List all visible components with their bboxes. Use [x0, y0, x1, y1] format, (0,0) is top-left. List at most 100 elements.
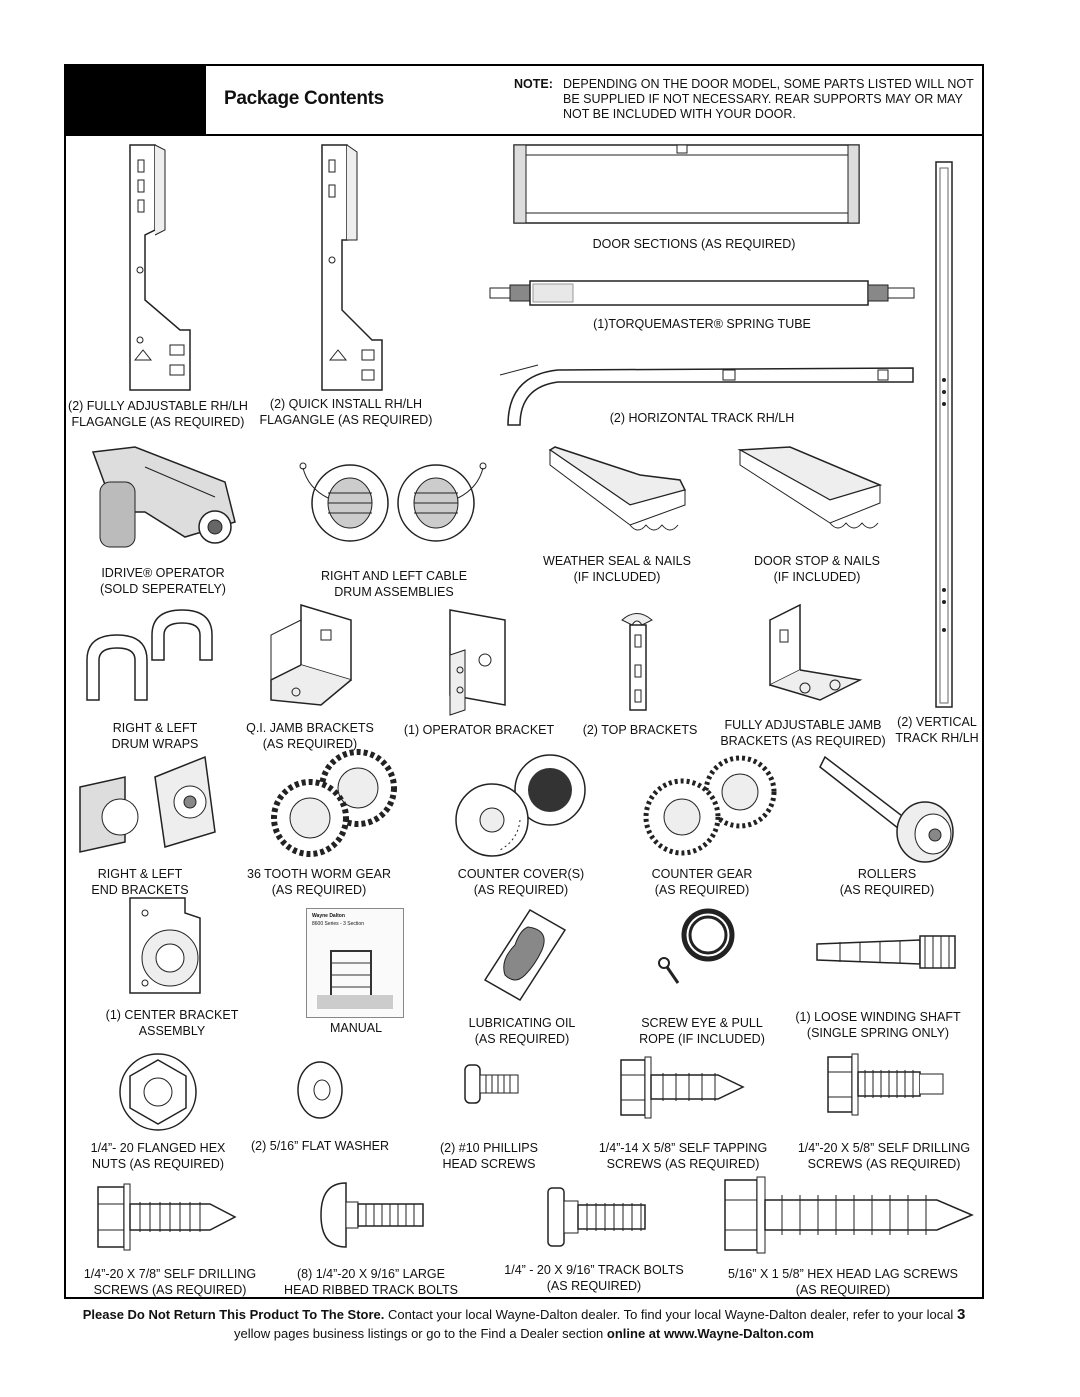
caption-line: 1/4”-14 X 5/8” SELF TAPPING: [598, 1141, 768, 1155]
jamb-brackets-illustration: [270, 603, 352, 706]
caption-line: RIGHT & LEFT: [97, 867, 183, 881]
caption-line: (AS REQUIRED): [473, 883, 569, 897]
fully-adjustable-flagangle-illustration: [129, 144, 191, 391]
caption-line: NUTS (AS REQUIRED): [92, 1157, 224, 1171]
self-drilling-screw-78-illustration: [97, 1183, 237, 1251]
caption-line: (2) #10 PHILLIPS: [440, 1141, 538, 1155]
caption-line: DOOR SECTIONS (AS REQUIRED): [592, 237, 796, 251]
note-label: NOTE:: [514, 77, 553, 91]
worm-gear-illustration: [271, 749, 397, 857]
caption-end-brackets: RIGHT & LEFT END BRACKETS: [91, 866, 188, 898]
caption-flat-washer: (2) 5/16” FLAT WASHER: [251, 1138, 389, 1154]
caption-line: SCREWS (AS REQUIRED): [606, 1157, 760, 1171]
caption-line: RIGHT AND LEFT CABLE: [320, 569, 468, 583]
caption-line: (2) TOP BRACKETS: [582, 723, 698, 737]
caption-line: SCREWS (AS REQUIRED): [93, 1283, 247, 1297]
door-stop-illustration: [737, 446, 883, 529]
roller-illustration: [819, 755, 954, 863]
caption-line: (AS REQUIRED): [839, 883, 935, 897]
header-note: NOTE: DEPENDING ON THE DOOR MODEL, SOME …: [514, 77, 980, 122]
caption-line: 1/4”-20 X 7/8” SELF DRILLING: [83, 1267, 257, 1281]
drum-wraps-illustration: [86, 609, 213, 701]
caption-line: (AS REQUIRED): [654, 883, 750, 897]
caption-line: Q.I. JAMB BRACKETS: [246, 721, 374, 735]
caption-line: SCREWS (AS REQUIRED): [807, 1157, 961, 1171]
caption-manual: MANUAL: [330, 1020, 382, 1036]
door-section-illustration: [513, 144, 860, 224]
winding-shaft-illustration: [816, 935, 956, 969]
caption-screw-eye: SCREW EYE & PULL ROPE (IF INCLUDED): [639, 1015, 765, 1047]
caption-line: HEAD SCREWS: [442, 1157, 536, 1171]
caption-line: 36 TOOTH WORM GEAR: [246, 867, 392, 881]
caption-large-track-bolts: (8) 1/4”-20 X 9/16” LARGE HEAD RIBBED TRA…: [284, 1266, 458, 1298]
caption-line: MANUAL: [329, 1021, 383, 1035]
end-brackets-illustration: [79, 755, 216, 853]
footer: Please Do Not Return This Product To The…: [64, 1305, 984, 1343]
caption-door-sections: DOOR SECTIONS (AS REQUIRED): [593, 236, 796, 252]
manual-series: 8600 Series - 3 Section: [312, 921, 364, 927]
caption-top-brackets: (2) TOP BRACKETS: [583, 722, 698, 738]
caption-line: ROLLERS: [857, 867, 917, 881]
header-black-tab: [64, 64, 206, 134]
caption-self-drilling-78: 1/4”-20 X 7/8” SELF DRILLING SCREWS (AS R…: [84, 1266, 256, 1298]
weather-seal-illustration: [548, 446, 687, 531]
top-brackets-illustration: [621, 613, 653, 711]
caption-idrive-operator: IDRIVE® OPERATOR(SOLD SEPERATELY): [100, 565, 226, 597]
caption-line: FLAGANGLE (AS REQUIRED): [71, 415, 245, 429]
header-divider: [64, 134, 984, 136]
caption-lubricating-oil: LUBRICATING OIL(AS REQUIRED): [469, 1015, 576, 1047]
caption-spring-tube: (1)TORQUEMASTER® SPRING TUBE: [593, 316, 811, 332]
caption-line: (AS REQUIRED): [271, 883, 367, 897]
caption-track-bolts: 1/4” - 20 X 9/16” TRACK BOLTS(AS REQUIRE…: [504, 1262, 683, 1294]
caption-line: (8) 1/4”-20 X 9/16” LARGE: [297, 1267, 445, 1281]
fully-adjustable-jamb-brackets-illustration: [769, 603, 863, 701]
cable-drum-assemblies-illustration: [299, 462, 487, 542]
large-head-track-bolt-illustration: [320, 1182, 424, 1248]
caption-line: 5/16” X 1 5/8” HEX HEAD LAG SCREWS: [728, 1267, 958, 1281]
caption-door-stop: DOOR STOP & NAILS(IF INCLUDED): [754, 553, 880, 585]
page-number: 3: [956, 1306, 966, 1323]
caption-line: SCREW EYE & PULL: [641, 1016, 763, 1030]
caption-line: END BRACKETS: [91, 883, 189, 897]
self-drilling-screw-58-illustration: [827, 1053, 944, 1116]
caption-self-tapping: 1/4”-14 X 5/8” SELF TAPPING SCREWS (AS RE…: [599, 1140, 767, 1172]
caption-rollers: ROLLERS (AS REQUIRED): [840, 866, 934, 898]
caption-line: (2) 5/16” FLAT WASHER: [251, 1139, 389, 1153]
quick-install-flagangle-illustration: [321, 144, 383, 391]
caption-line: IDRIVE® OPERATOR: [101, 566, 225, 580]
track-bolt-illustration: [547, 1187, 646, 1247]
caption-lag-screws: 5/16” X 1 5/8” HEX HEAD LAG SCREWS(AS RE…: [728, 1266, 958, 1298]
caption-line: (IF INCLUDED): [573, 570, 661, 584]
caption-counter-cover: COUNTER COVER(S) (AS REQUIRED): [458, 866, 584, 898]
caption-line: DRUM WRAPS: [111, 737, 199, 751]
vertical-track-illustration: [935, 161, 953, 708]
caption-line: (IF INCLUDED): [773, 570, 861, 584]
caption-line: COUNTER COVER(S): [457, 867, 585, 881]
caption-line: LUBRICATING OIL: [468, 1016, 576, 1030]
caption-worm-gear: 36 TOOTH WORM GEAR (AS REQUIRED): [247, 866, 391, 898]
caption-line: DRUM ASSEMBLIES: [334, 585, 454, 599]
idrive-operator-illustration: [91, 446, 236, 548]
caption-line: ROPE (IF INCLUDED): [639, 1032, 765, 1046]
manual-cover-illustration: Wayne Dalton 8600 Series - 3 Section: [306, 908, 404, 1018]
caption-line: (1) CENTER BRACKET: [105, 1008, 239, 1022]
caption-horizontal-track: (2) HORIZONTAL TRACK RH/LH: [610, 410, 795, 426]
self-tapping-screw-illustration: [620, 1056, 745, 1119]
flanged-hex-nut-illustration: [119, 1053, 197, 1131]
caption-line: HEAD RIBBED TRACK BOLTS: [284, 1283, 458, 1297]
hex-head-lag-screw-illustration: [724, 1176, 974, 1254]
counter-covers-illustration: [455, 754, 586, 857]
page-title: Package Contents: [224, 88, 384, 109]
flat-washer-illustration: [297, 1061, 343, 1119]
counter-gear-illustration: [643, 755, 777, 856]
caption-weather-seal: WEATHER SEAL & NAILS(IF INCLUDED): [543, 553, 691, 585]
caption-cable-drums: RIGHT AND LEFT CABLE DRUM ASSEMBLIES: [321, 568, 467, 600]
footer-website: online at www.Wayne-Dalton.com: [606, 1326, 814, 1341]
caption-jamb-brackets: Q.I. JAMB BRACKETS(AS REQUIRED): [246, 720, 374, 752]
